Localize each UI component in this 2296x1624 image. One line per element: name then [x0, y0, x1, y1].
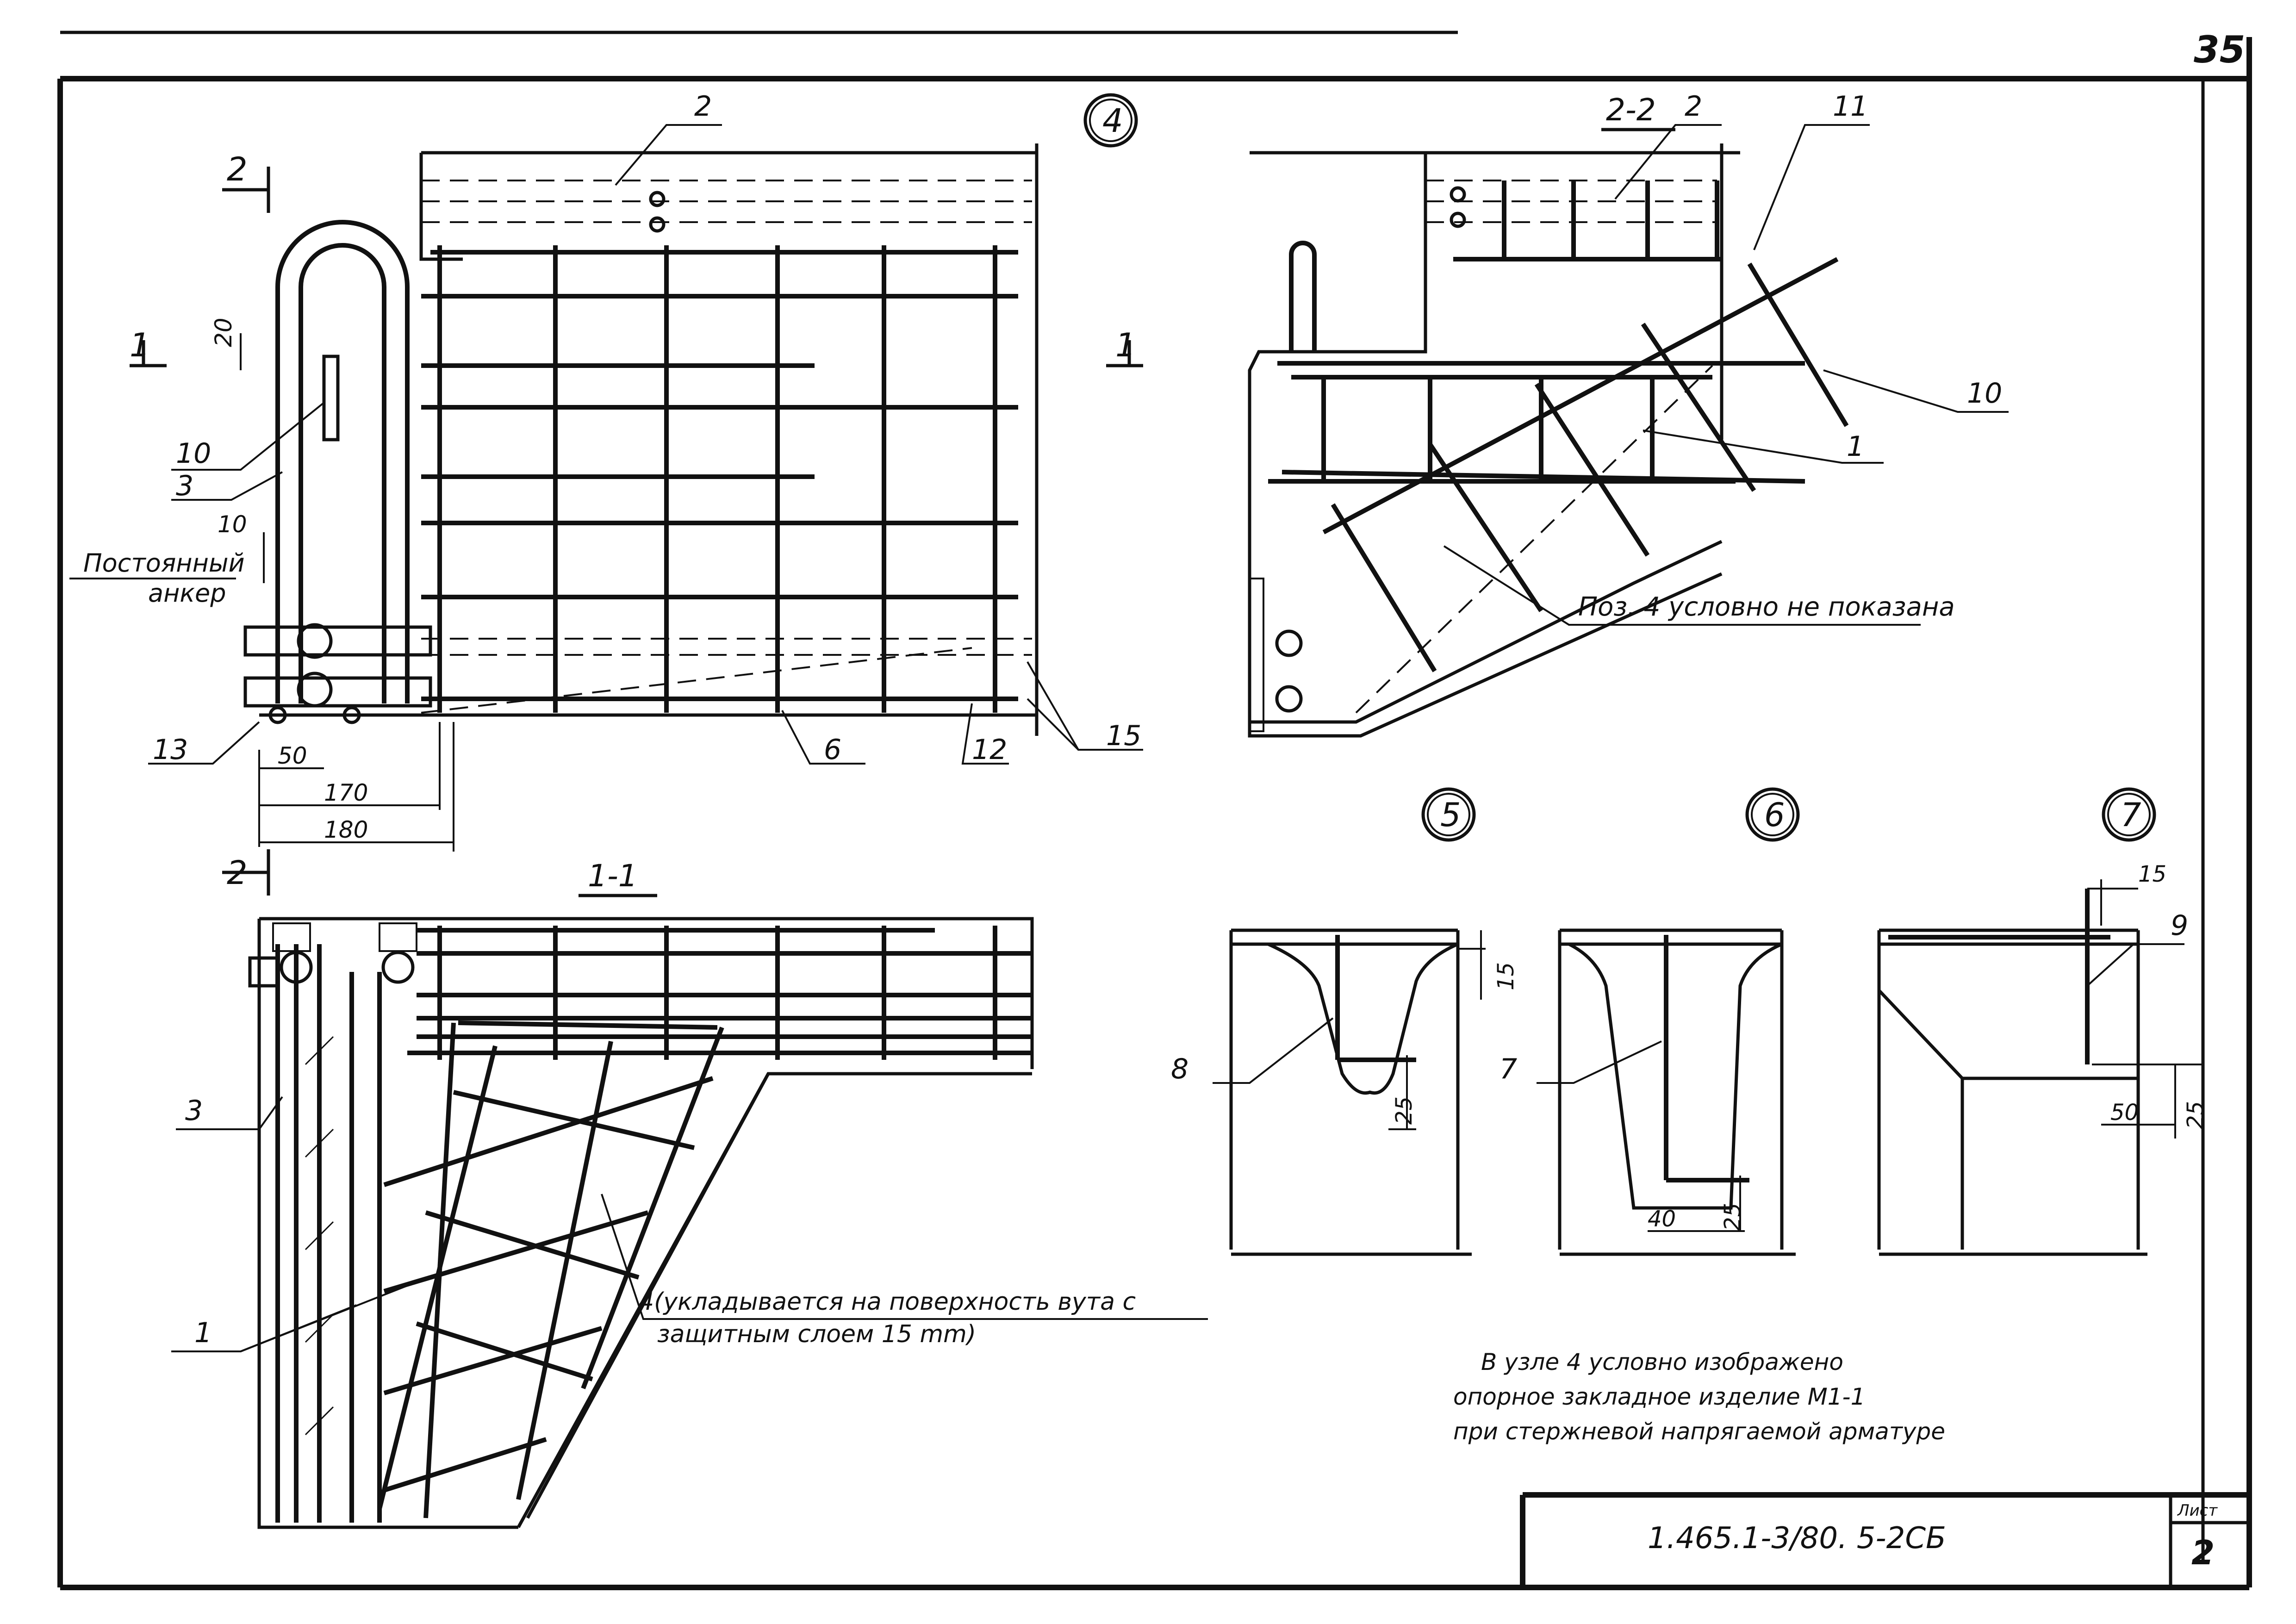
cut-1-right-label: 1 — [1115, 326, 1136, 364]
s22-note: Поз. 4 условно не показана — [1578, 592, 1955, 622]
s11-note-line-2: защитным слоем 15 mm) — [657, 1320, 976, 1348]
node-5-dim-25: 25 — [1391, 1096, 1417, 1125]
node-6-dim-40: 40 — [1648, 1206, 1676, 1232]
main-dim-170: 170 — [324, 779, 368, 806]
note-line-3: при стержневой напрягаемой арматуре — [1453, 1418, 1945, 1445]
node-7-pos-9: 9 — [2171, 909, 2188, 942]
main-pos-2: 2 — [694, 90, 712, 123]
anchor-label-line-2: анкер — [148, 579, 226, 608]
cut-2-bottom-label: 2 — [227, 854, 248, 892]
s22-pos-1: 1 — [1847, 430, 1864, 463]
main-dim-50: 50 — [278, 742, 307, 769]
cut-1-left-label: 1 — [130, 326, 150, 364]
main-pos-3: 3 — [176, 470, 193, 502]
s22-pos-2: 2 — [1685, 90, 1702, 123]
section-2-2 — [1248, 124, 2009, 738]
node-7-dim-15: 15 — [2138, 861, 2166, 887]
main-view — [69, 93, 1143, 896]
main-dim-180: 180 — [324, 816, 368, 843]
list-number: 2 — [2191, 1533, 2215, 1572]
cut-2-top-label: 2 — [227, 150, 248, 188]
section-1-1 — [171, 894, 1208, 1529]
s22-pos-11: 11 — [1833, 90, 1868, 123]
node-7-marker: 7 — [2121, 796, 2141, 834]
node-6-marker: 6 — [1764, 796, 1785, 834]
s11-pos-1: 1 — [194, 1317, 212, 1349]
node-6 — [1537, 787, 1800, 1256]
main-dim-20: 20 — [210, 317, 237, 347]
s11-note-line-1: 4(укладывается на поверхность вута с — [639, 1288, 1136, 1316]
node-4-marker: 4 — [1102, 102, 1123, 140]
sheet-note: В узле 4 условно изображено опорное закл… — [1453, 1349, 1945, 1445]
sheet-frame — [57, 31, 2252, 1590]
node-6-pos-7: 7 — [1500, 1053, 1517, 1085]
node-7-dim-50: 50 — [2110, 1100, 2139, 1126]
title-block — [1520, 1492, 2249, 1587]
s22-pos-10: 10 — [1967, 377, 2002, 410]
note-line-2: опорное закладное изделие М1-1 — [1453, 1383, 1865, 1410]
section-2-2-title: 2-2 — [1606, 92, 1656, 128]
anchor-label-line-1: Постоянный — [83, 548, 245, 578]
list-label: Лист — [2177, 1501, 2218, 1520]
node-7 — [1877, 787, 2203, 1256]
note-line-1: В узле 4 условно изображено — [1481, 1349, 1843, 1375]
main-dim-10: 10 — [218, 511, 247, 538]
main-pos-12: 12 — [972, 734, 1007, 766]
node-5-dim-15: 15 — [1493, 962, 1519, 990]
page-number: 35 — [2194, 28, 2245, 71]
drawing-code: 1.465.1-3/80. 5-2СБ — [1648, 1521, 1946, 1556]
section-1-1-title: 1-1 — [588, 858, 638, 894]
main-pos-13: 13 — [153, 734, 188, 766]
node-6-dim-25: 25 — [1720, 1203, 1746, 1231]
node-5-pos-8: 8 — [1171, 1053, 1188, 1085]
main-pos-6: 6 — [824, 734, 841, 766]
main-pos-10: 10 — [176, 437, 211, 470]
node-5 — [1213, 787, 1486, 1256]
s11-pos-3: 3 — [185, 1095, 203, 1127]
node-7-dim-25: 25 — [2183, 1101, 2209, 1129]
node-5-marker: 5 — [1440, 796, 1461, 834]
main-pos-15: 15 — [1106, 720, 1141, 752]
